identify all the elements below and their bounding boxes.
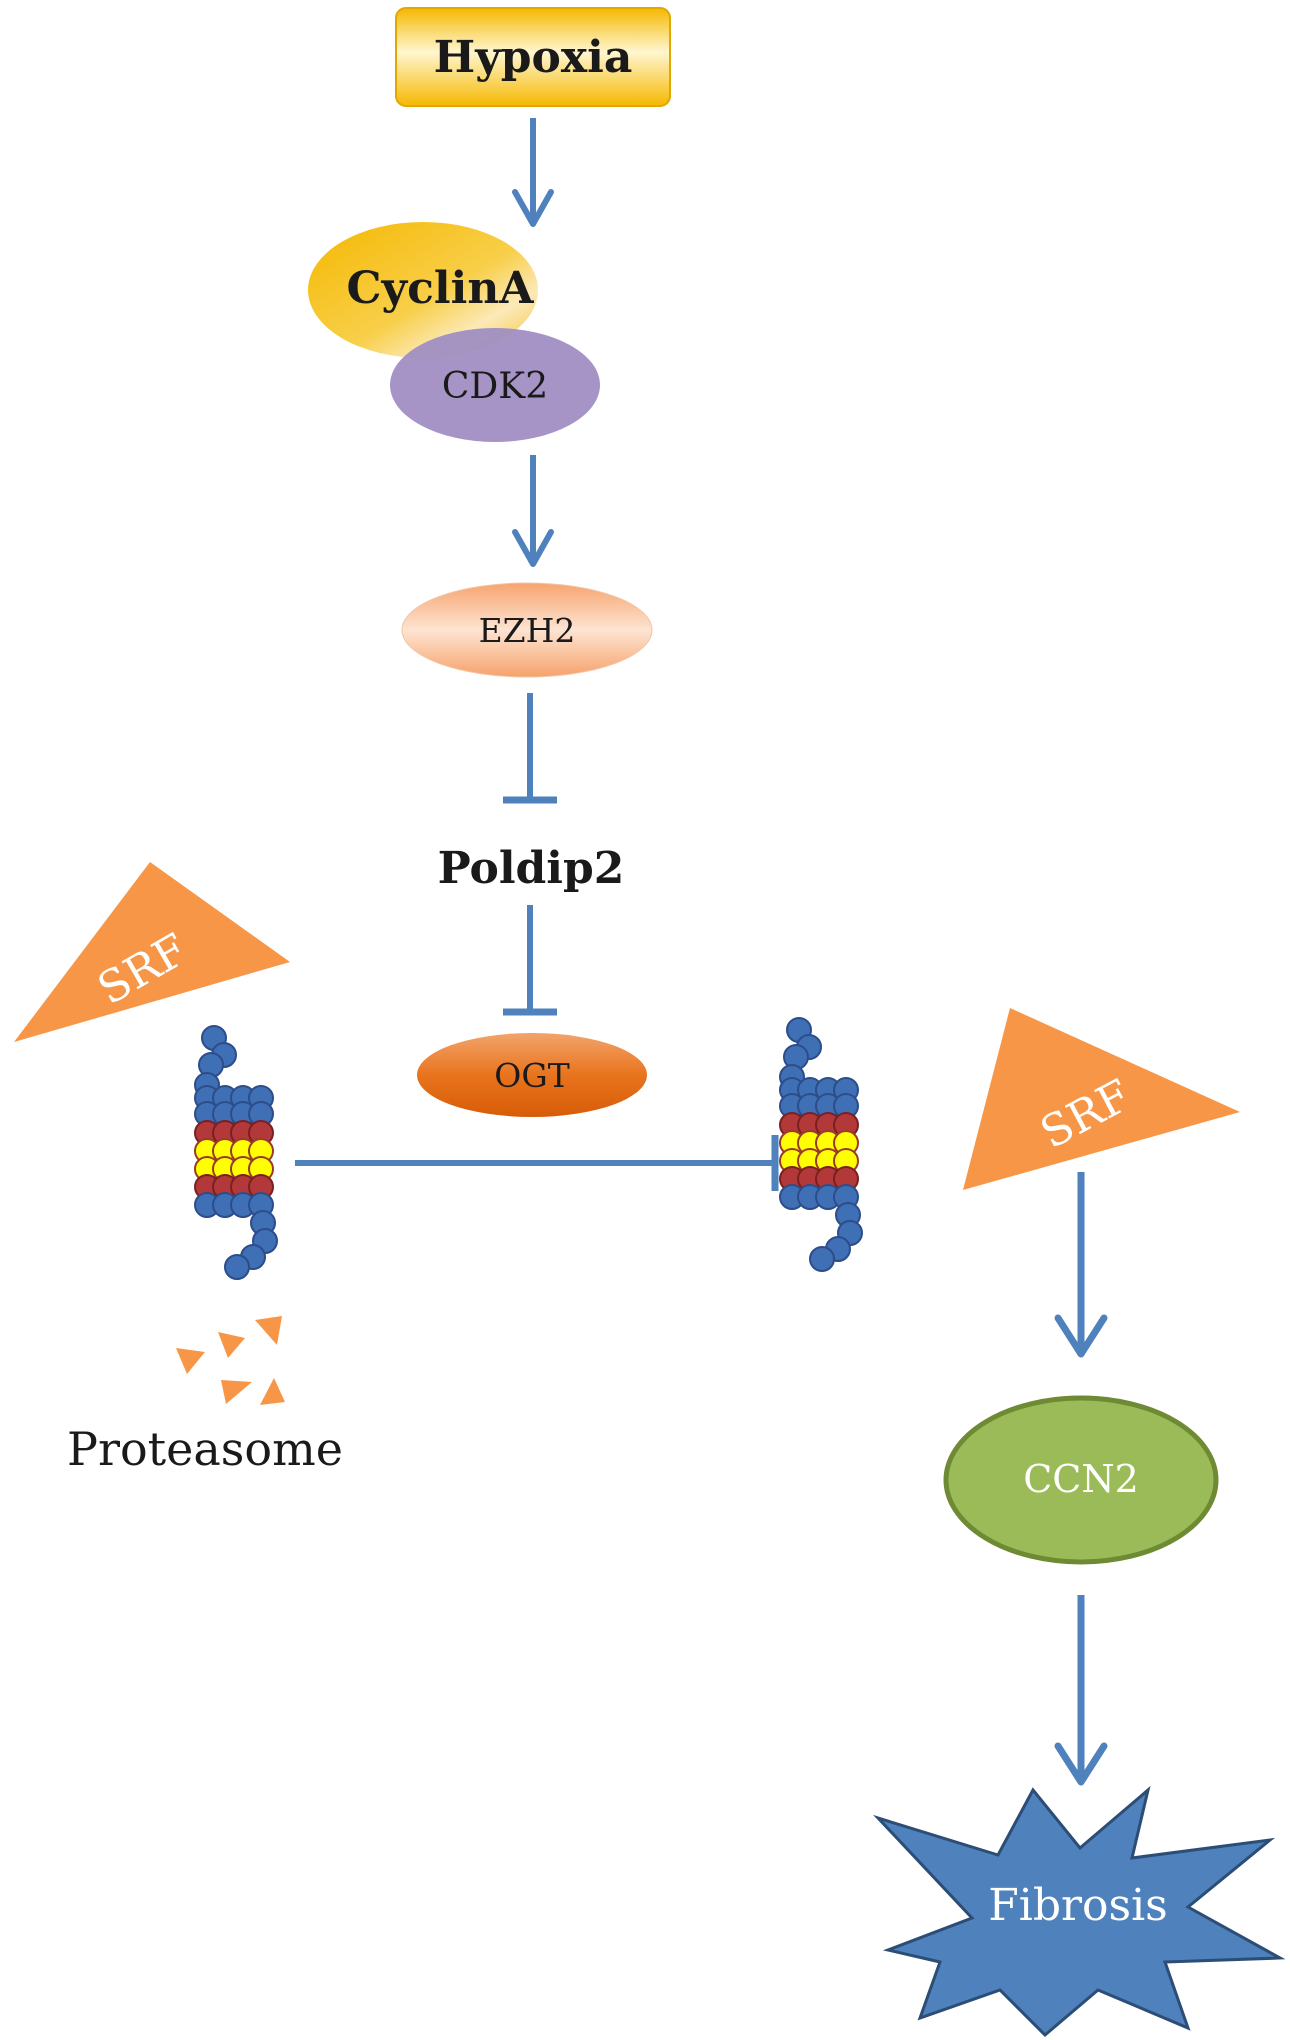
cdk2-node [390, 328, 600, 442]
inhibit-horizontal [295, 1135, 779, 1191]
ogt-label: OGT [494, 1056, 569, 1095]
fibrosis-label: Fibrosis [988, 1880, 1168, 1931]
proteasome-right-icon [779, 1017, 863, 1272]
ccn2-node: CCN2 [943, 1395, 1219, 1565]
arrow-cdk2-to-ezh2 [512, 455, 554, 567]
cyclina-node [308, 222, 538, 358]
degraded-fragments-icon [176, 1316, 285, 1405]
proteasome-label: Proteasome [67, 1422, 343, 1476]
srf-right-node: SRF [963, 1008, 1240, 1190]
cyclina-cdk2-complex: CyclinA CDK2 [308, 222, 600, 442]
proteasome-left-icon [194, 1025, 278, 1280]
arrow-hypoxia-to-cyclina [512, 118, 554, 227]
poldip2-label: Poldip2 [438, 843, 625, 894]
hypoxia-node: Hypoxia [395, 7, 671, 107]
cdk2-label: CDK2 [442, 366, 548, 407]
arrow-srf-to-ccn2 [1054, 1172, 1108, 1358]
arrow-ccn2-to-fibrosis [1054, 1595, 1108, 1786]
fibrosis-node: Fibrosis [873, 1785, 1286, 2038]
ezh2-label: EZH2 [479, 611, 576, 650]
inhibit-poldip2-to-ogt [503, 905, 557, 1016]
inhibit-ezh2-to-poldip2 [503, 693, 557, 804]
srf-left-node: SRF [14, 862, 290, 1042]
ogt-node: OGT [417, 1033, 647, 1117]
ccn2-label: CCN2 [1023, 1457, 1139, 1501]
ezh2-node: EZH2 [401, 582, 653, 678]
hypoxia-label: Hypoxia [434, 32, 633, 83]
cyclina-label: CyclinA [347, 263, 535, 314]
